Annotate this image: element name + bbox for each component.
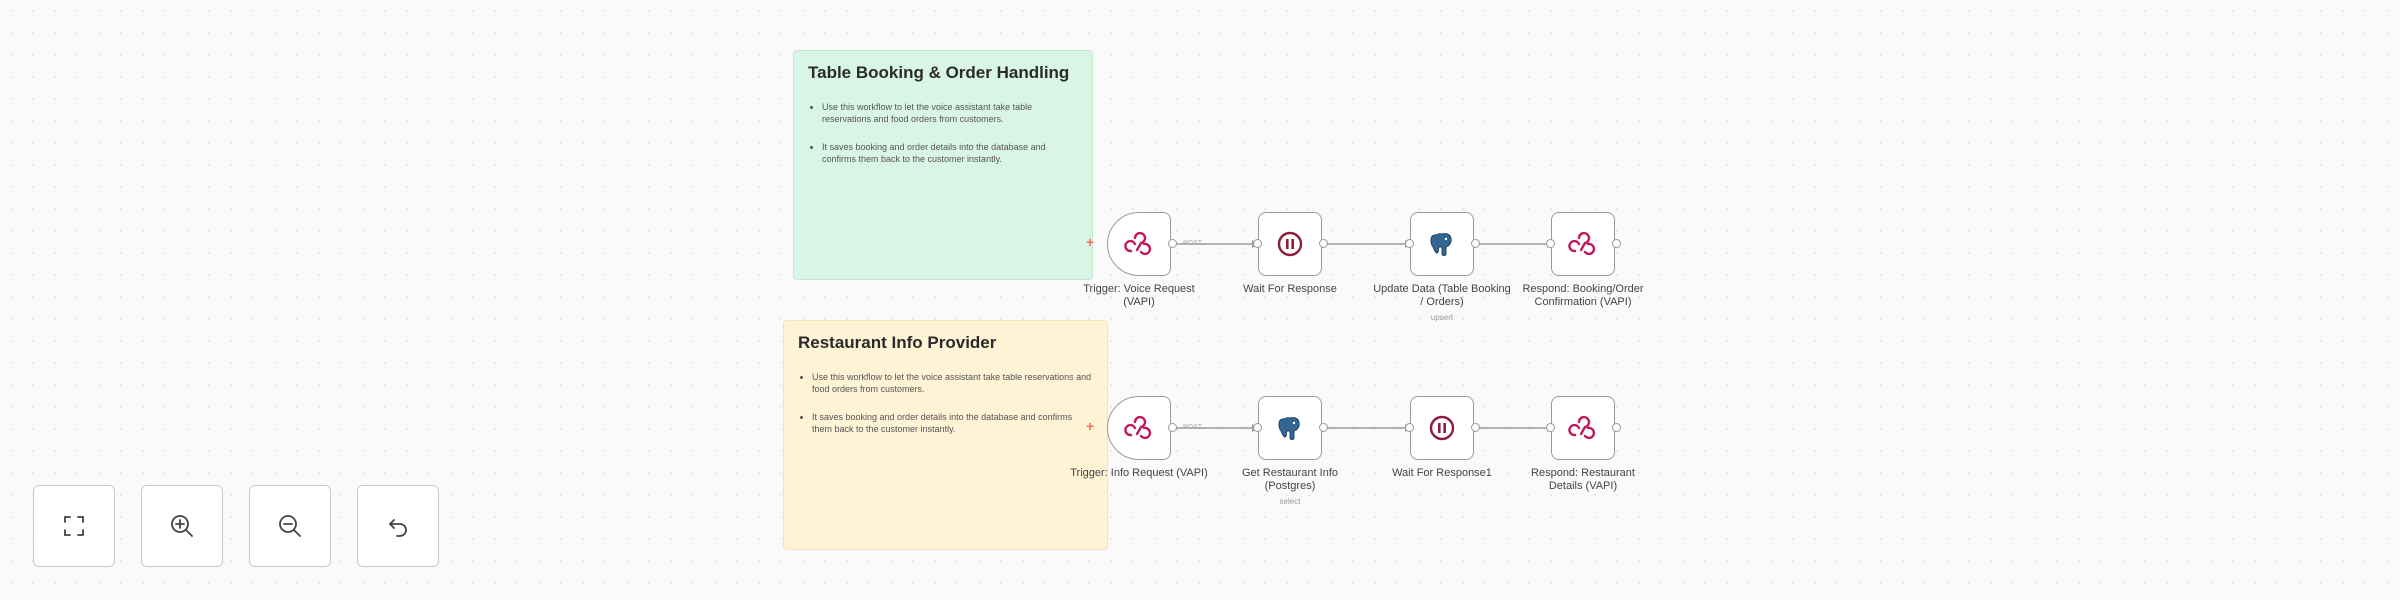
sticky-bullet: Use this workflow to let the voice assis… — [822, 101, 1078, 125]
node-respond-restaurant-details[interactable] — [1551, 396, 1615, 460]
fit-view-button[interactable] — [33, 485, 115, 567]
webhook-icon — [1568, 231, 1596, 256]
postgres-elephant-icon — [1278, 417, 1300, 440]
output-handle[interactable] — [1471, 423, 1480, 432]
sticky-bullet: It saves booking and order details into … — [812, 411, 1093, 435]
node-label: Update Data (Table Booking / Orders) — [1373, 283, 1511, 308]
add-trigger-icon[interactable]: + — [1086, 418, 1095, 434]
postgres-elephant-icon — [1430, 233, 1452, 256]
output-handle[interactable] — [1471, 239, 1480, 248]
pause-icon — [1277, 231, 1303, 257]
input-handle[interactable] — [1253, 423, 1262, 432]
input-handle[interactable] — [1405, 423, 1414, 432]
zoom-in-icon — [171, 515, 193, 537]
undo-icon — [389, 519, 407, 537]
node-sublabel: select — [1279, 497, 1301, 506]
node-label: Trigger: Voice Request (VAPI) — [1083, 283, 1195, 308]
sticky-note-booking[interactable]: Table Booking & Order Handling Use this … — [793, 50, 1093, 280]
zoom-out-icon — [279, 515, 301, 537]
node-sublabel: upsert — [1430, 313, 1454, 322]
node-label: Respond: Booking/Order Confirmation (VAP… — [1522, 283, 1644, 308]
output-handle[interactable] — [1168, 239, 1177, 248]
reset-zoom-button[interactable] — [357, 485, 439, 567]
node-info-request-trigger[interactable] — [1107, 396, 1171, 460]
node-label: Wait For Response1 — [1392, 467, 1492, 479]
node-wait-for-response[interactable] — [1258, 212, 1322, 276]
output-handle[interactable] — [1319, 239, 1328, 248]
node-voice-request-trigger[interactable] — [1107, 212, 1171, 276]
input-handle[interactable] — [1546, 423, 1555, 432]
webhook-icon — [1568, 415, 1596, 440]
node-update-data[interactable] — [1410, 212, 1474, 276]
output-handle[interactable] — [1612, 239, 1621, 248]
input-handle[interactable] — [1405, 239, 1414, 248]
node-label: Get Restaurant Info (Postgres) — [1242, 467, 1338, 492]
input-handle[interactable] — [1253, 239, 1262, 248]
sticky-title: Table Booking & Order Handling — [808, 63, 1070, 82]
node-wait-for-response1[interactable] — [1410, 396, 1474, 460]
pause-icon — [1429, 415, 1455, 441]
zoom-out-button[interactable] — [249, 485, 331, 567]
webhook-icon — [1124, 415, 1152, 440]
output-handle[interactable] — [1319, 423, 1328, 432]
sticky-bullet: Use this workflow to let the voice assis… — [812, 371, 1093, 395]
node-respond-booking[interactable] — [1551, 212, 1615, 276]
add-trigger-icon[interactable]: + — [1086, 234, 1095, 250]
input-handle[interactable] — [1546, 239, 1555, 248]
output-handle[interactable] — [1168, 423, 1177, 432]
connection-label: POST — [1183, 424, 1203, 431]
output-handle[interactable] — [1612, 423, 1621, 432]
node-get-restaurant-info[interactable] — [1258, 396, 1322, 460]
fit-view-icon — [64, 516, 84, 536]
node-label: Wait For Response — [1243, 283, 1337, 295]
sticky-note-info[interactable]: Restaurant Info Provider Use this workfl… — [783, 320, 1108, 550]
sticky-bullet: It saves booking and order details into … — [822, 141, 1078, 165]
node-label: Trigger: Info Request (VAPI) — [1070, 467, 1208, 479]
sticky-title: Restaurant Info Provider — [798, 333, 997, 352]
webhook-icon — [1124, 231, 1152, 256]
connection-label: POST — [1183, 240, 1203, 247]
node-label: Respond: Restaurant Details (VAPI) — [1531, 467, 1635, 492]
zoom-in-button[interactable] — [141, 485, 223, 567]
